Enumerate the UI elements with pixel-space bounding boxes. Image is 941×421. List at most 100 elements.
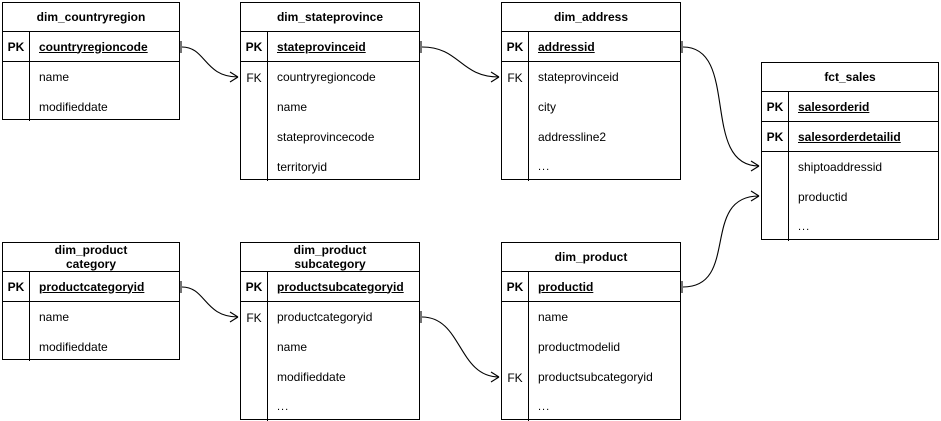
relationship-line — [181, 46, 239, 78]
key-field-name: stateprovinceid — [277, 39, 366, 54]
cardinality-many-marker — [490, 376, 500, 383]
attribute-group-key-column — [3, 302, 30, 361]
entity-title-line: dim_product — [293, 243, 367, 257]
attribute-row[interactable]: productmodelid — [538, 340, 621, 354]
attribute-row[interactable]: ... — [538, 161, 551, 173]
key-field-name: salesorderid — [798, 99, 870, 114]
key-row[interactable]: PK productcategoryid — [3, 272, 179, 302]
entity-title-line: dim_countryregion — [36, 10, 146, 24]
attribute-row[interactable]: modifieddate — [39, 100, 108, 114]
attribute-list: name productmodelid productsubcategoryid..… — [529, 302, 680, 421]
attribute-group-key-column: FK — [502, 62, 529, 181]
key-badge: PK — [502, 272, 529, 301]
relationship-line — [421, 46, 500, 78]
entity-title-line: dim_address — [553, 10, 629, 24]
attribute-row[interactable]: shiptoaddressid — [798, 160, 883, 174]
attribute-list: name modifieddate — [30, 302, 179, 361]
cardinality-many-marker — [229, 316, 239, 323]
attribute-row[interactable]: ... — [538, 401, 551, 413]
attribute-row[interactable]: name — [39, 310, 70, 324]
cardinality-many-marker — [750, 190, 760, 197]
attribute-list: name modifieddate — [30, 62, 179, 121]
attribute-row[interactable]: stateprovincecode — [277, 130, 375, 144]
entity-title-line: subcategory — [294, 257, 366, 271]
attribute-group-key-column: FK — [502, 302, 529, 421]
cardinality-many-marker — [490, 371, 500, 378]
relationship-stateprovince-to-address — [420, 41, 500, 83]
entity-title-line: fct_sales — [824, 70, 876, 84]
attribute-group: name modifieddate — [3, 62, 179, 121]
key-row[interactable]: PK countryregioncode — [3, 32, 179, 62]
relationship-line — [682, 46, 760, 167]
attribute-row[interactable]: name — [277, 340, 308, 354]
key-badge: PK — [241, 272, 268, 301]
attribute-row[interactable]: ... — [277, 401, 290, 413]
key-row[interactable]: PK stateprovinceid — [241, 32, 419, 62]
key-badge: PK — [241, 32, 268, 61]
attribute-list: shiptoaddressid productid... — [789, 152, 938, 241]
relationship-line — [181, 286, 239, 318]
entity-title: dim_stateprovince — [241, 3, 419, 32]
attribute-group: shiptoaddressid productid... — [762, 152, 938, 241]
attribute-row[interactable]: addressline2 — [538, 130, 607, 144]
key-badge: PK — [762, 122, 789, 151]
relationship-countryregion-to-stateprovince — [180, 41, 239, 83]
entity-title: dim_product — [502, 243, 680, 272]
attribute-row[interactable]: productcategoryid — [277, 310, 373, 324]
entity-title: dim_address — [502, 3, 680, 32]
relationship-address-to-fctsales — [681, 41, 760, 172]
attribute-row[interactable]: name — [39, 70, 70, 84]
cardinality-many-marker — [490, 71, 500, 78]
attribute-row[interactable]: ... — [798, 221, 811, 233]
attribute-row[interactable]: countryregioncode — [277, 70, 376, 84]
entity-title: fct_sales — [762, 63, 938, 92]
attribute-row[interactable]: productid — [798, 190, 848, 204]
attribute-list: countryregioncode name stateprovincecode te… — [268, 62, 419, 181]
key-field-name: productcategoryid — [39, 279, 145, 294]
entity-title-line: dim_stateprovince — [276, 10, 384, 24]
cardinality-many-marker — [229, 76, 239, 83]
key-field-name: countryregioncode — [39, 39, 148, 54]
attribute-row[interactable]: modifieddate — [277, 370, 346, 384]
attribute-row[interactable]: city — [538, 100, 556, 114]
attribute-row[interactable]: territoryid — [277, 160, 328, 174]
attribute-group: FK productcategoryid name modifieddate... — [241, 302, 419, 421]
attribute-group-key-column: FK — [241, 302, 268, 421]
attribute-list: productcategoryid name modifieddate... — [268, 302, 419, 421]
attribute-row[interactable]: name — [538, 310, 569, 324]
key-badge: PK — [3, 272, 30, 301]
entity-title-line: category — [65, 257, 117, 271]
key-badge: PK — [3, 32, 30, 61]
attribute-row[interactable]: name — [277, 100, 308, 114]
attribute-row[interactable]: modifieddate — [39, 340, 108, 354]
attribute-row[interactable]: productsubcategoryid — [538, 370, 653, 384]
cardinality-many-marker — [750, 160, 760, 167]
cardinality-many-marker — [490, 76, 500, 83]
entity-title-line: dim_product — [554, 250, 628, 264]
key-badge: PK — [502, 32, 529, 61]
attribute-group: FK name productmodelid productsubcategoryid… — [502, 302, 680, 421]
cardinality-many-marker — [229, 71, 239, 78]
attribute-row[interactable]: stateprovinceid — [538, 70, 619, 84]
relationship-product-to-fctsales — [681, 190, 760, 293]
relationship-line — [682, 195, 760, 288]
foreign-key-badge: FK — [507, 371, 523, 385]
attribute-group-key-column — [762, 152, 789, 241]
entity-title: dim_countryregion — [3, 3, 179, 32]
